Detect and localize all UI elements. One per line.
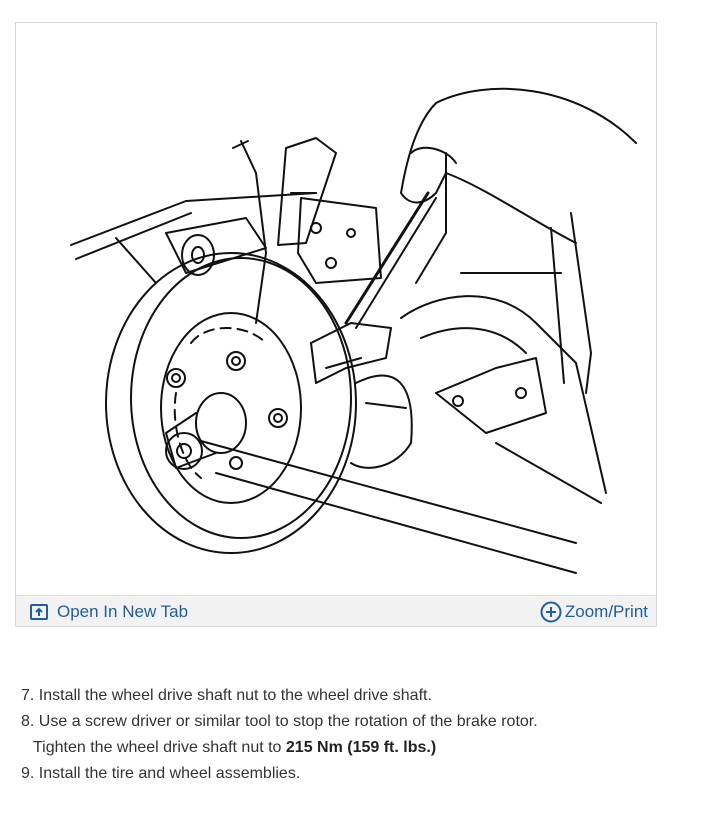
step-text: Install the wheel drive shaft nut to the… xyxy=(38,687,432,704)
step-9: 9. Install the tire and wheel assemblies… xyxy=(21,761,701,787)
zoom-plus-circle-icon xyxy=(540,601,562,623)
figure-footer: Open In New Tab Zoom/Print xyxy=(16,595,656,626)
step-number: 8. xyxy=(21,713,35,730)
zoom-print-link[interactable]: Zoom/Print xyxy=(540,596,648,627)
brake-rotor-illustration xyxy=(16,23,656,595)
instruction-steps: 7. Install the wheel drive shaft nut to … xyxy=(21,683,701,787)
open-in-new-tab-icon xyxy=(30,603,48,620)
zoom-print-label: Zoom/Print xyxy=(564,601,648,621)
step-8-continuation: Tighten the wheel drive shaft nut to 215… xyxy=(21,735,701,761)
step-8: 8. Use a screw driver or similar tool to… xyxy=(21,709,701,735)
step-text: Install the tire and wheel assemblies. xyxy=(38,765,301,782)
open-in-new-tab-link[interactable]: Open In New Tab xyxy=(30,596,188,627)
torque-instruction: Tighten the wheel drive shaft nut to xyxy=(33,739,286,756)
torque-spec: 215 Nm (159 ft. lbs.) xyxy=(285,739,437,756)
step-text: Use a screw driver or similar tool to st… xyxy=(38,713,538,730)
step-number: 9. xyxy=(21,765,35,782)
open-in-new-tab-label: Open In New Tab xyxy=(57,601,189,621)
figure-card: Open In New Tab Zoom/Print xyxy=(15,22,657,627)
step-number: 7. xyxy=(21,687,35,704)
step-7: 7. Install the wheel drive shaft nut to … xyxy=(21,683,701,709)
